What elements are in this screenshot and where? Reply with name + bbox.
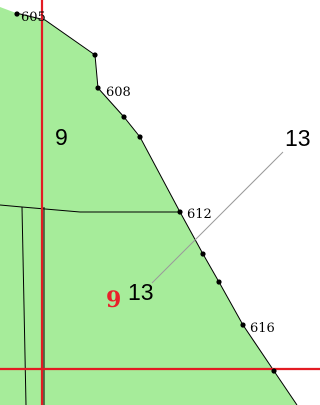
vertex[interactable] bbox=[92, 52, 98, 58]
vertex-608[interactable] bbox=[95, 85, 101, 91]
highlight-label: 9 bbox=[106, 287, 121, 313]
point-label-616: 616 bbox=[250, 321, 275, 336]
internal-boundary bbox=[0, 204, 180, 213]
boundary-vertices bbox=[14, 11, 277, 374]
parcel-area bbox=[0, 7, 297, 405]
callout-leader-line bbox=[151, 151, 284, 284]
vertex[interactable] bbox=[200, 251, 206, 257]
vertex[interactable] bbox=[121, 114, 127, 120]
parcel-boundary bbox=[15, 12, 298, 405]
vertex[interactable] bbox=[137, 134, 143, 140]
vertex[interactable] bbox=[271, 368, 277, 374]
vertex-612[interactable] bbox=[177, 209, 183, 215]
point-label-608: 608 bbox=[106, 85, 131, 100]
vertex-616[interactable] bbox=[240, 322, 246, 328]
internal-boundary-vertical bbox=[21, 206, 27, 405]
point-label-612: 612 bbox=[187, 207, 212, 222]
vertex-605[interactable] bbox=[14, 11, 20, 17]
point-label-605: 605 bbox=[21, 10, 46, 25]
parcel-label-lower: 13 bbox=[128, 279, 154, 305]
parcel-label-upper: 9 bbox=[55, 124, 68, 150]
vertex[interactable] bbox=[216, 279, 222, 285]
callout-label: 13 bbox=[285, 125, 311, 151]
